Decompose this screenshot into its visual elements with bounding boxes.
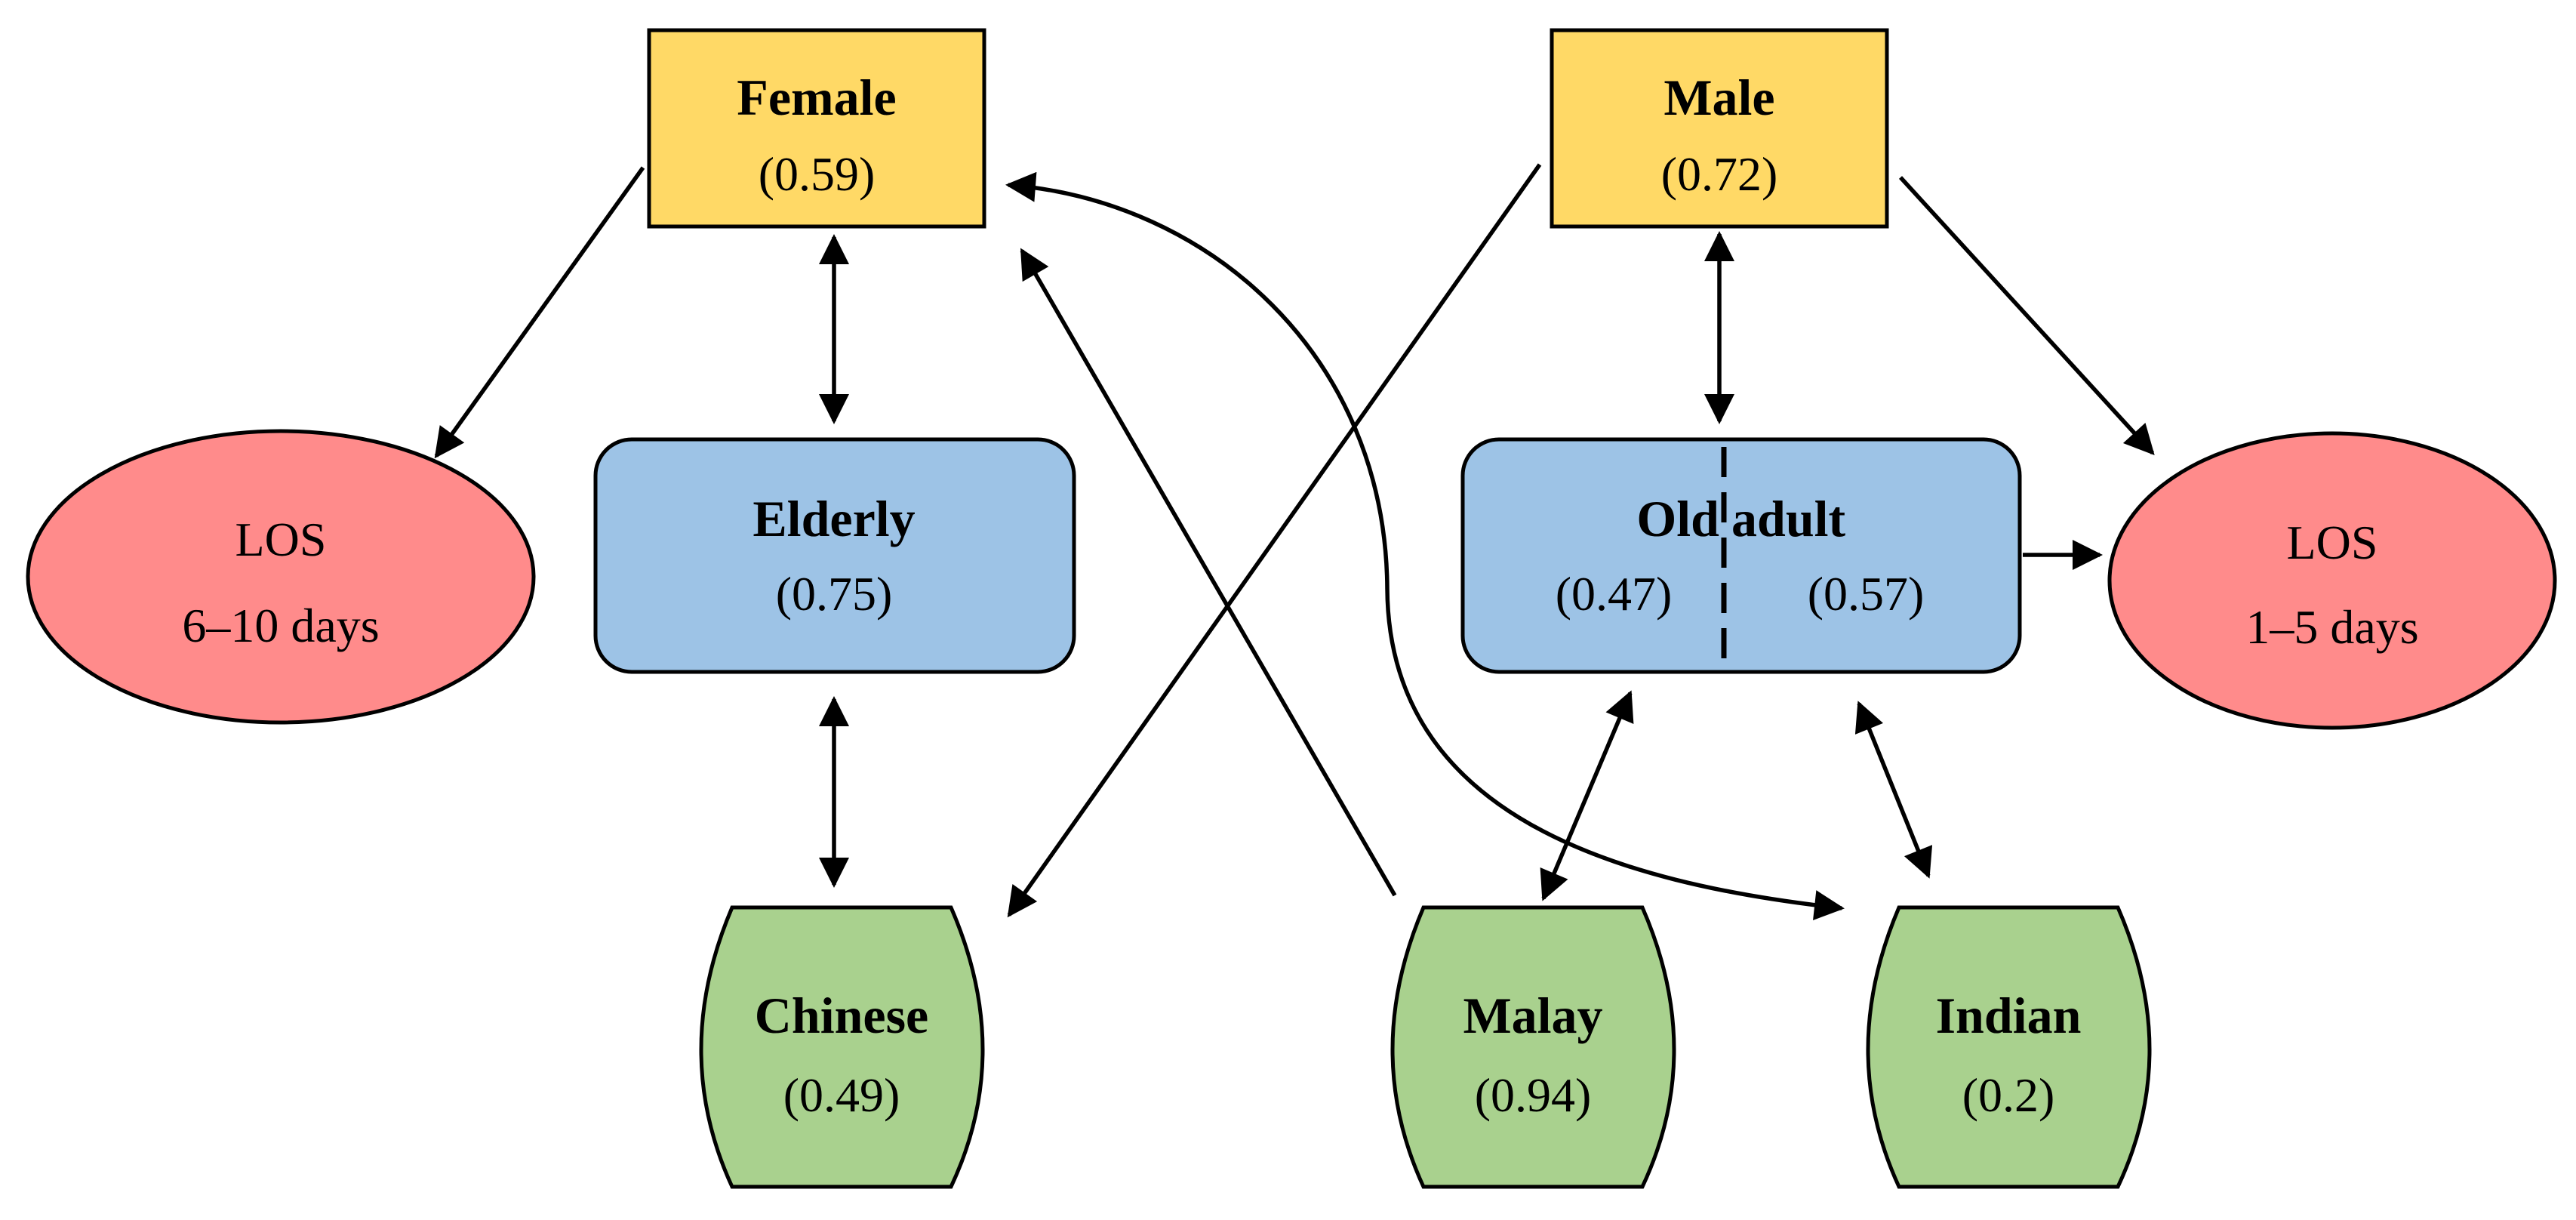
los-right-line1: LOS (2287, 516, 2378, 569)
edge-oldadult-indian (1854, 701, 1933, 879)
los-left-line2: 6–10 days (182, 599, 379, 652)
male-box (1550, 28, 1889, 229)
chinese-label: Chinese (755, 987, 928, 1044)
chinese-shape (699, 905, 985, 1189)
edge-malay-to-female (1020, 248, 1397, 897)
female-label: Female (737, 69, 896, 126)
malay-label: Malay (1463, 987, 1602, 1044)
indian-value: (0.2) (1962, 1068, 2055, 1122)
node-female: Female (0.59) (647, 28, 986, 229)
node-los-right: LOS 1–5 days (2107, 431, 2557, 730)
los-right-line2: 1–5 days (2245, 600, 2418, 654)
old-adult-label-left: Old (1636, 490, 1719, 547)
edge-female-to-los-left (434, 166, 645, 459)
edge-oldadult-malay (1540, 690, 1634, 901)
los-right-ellipse (2107, 431, 2557, 730)
male-label: Male (1663, 69, 1774, 126)
elderly-label: Elderly (752, 490, 915, 547)
female-value: (0.59) (759, 147, 876, 201)
female-box (647, 28, 986, 229)
node-los-left: LOS 6–10 days (26, 429, 536, 725)
malay-shape (1390, 905, 1676, 1189)
node-indian: Indian (0.2) (1866, 905, 2152, 1189)
edge-male-to-chinese (1007, 163, 1542, 918)
indian-shape (1866, 905, 2152, 1189)
male-value: (0.72) (1661, 147, 1778, 201)
elderly-box (593, 437, 1076, 674)
node-male: Male (0.72) (1550, 28, 1889, 229)
edge-male-to-los-right (1898, 176, 2155, 455)
indian-label: Indian (1936, 987, 2082, 1044)
old-adult-label-right: adult (1731, 490, 1846, 547)
node-malay: Malay (0.94) (1390, 905, 1676, 1189)
elderly-value: (0.75) (776, 567, 893, 621)
los-left-line1: LOS (235, 513, 327, 566)
old-adult-value-right: (0.57) (1808, 567, 1925, 621)
node-old-adult: Old adult (0.47) (0.57) (1460, 437, 2022, 674)
los-left-ellipse (26, 429, 536, 725)
node-elderly: Elderly (0.75) (593, 437, 1076, 674)
old-adult-value-left: (0.47) (1556, 567, 1673, 621)
node-chinese: Chinese (0.49) (699, 905, 985, 1189)
old-adult-box (1460, 437, 2022, 674)
malay-value: (0.94) (1475, 1068, 1592, 1122)
chinese-value: (0.49) (783, 1068, 900, 1122)
